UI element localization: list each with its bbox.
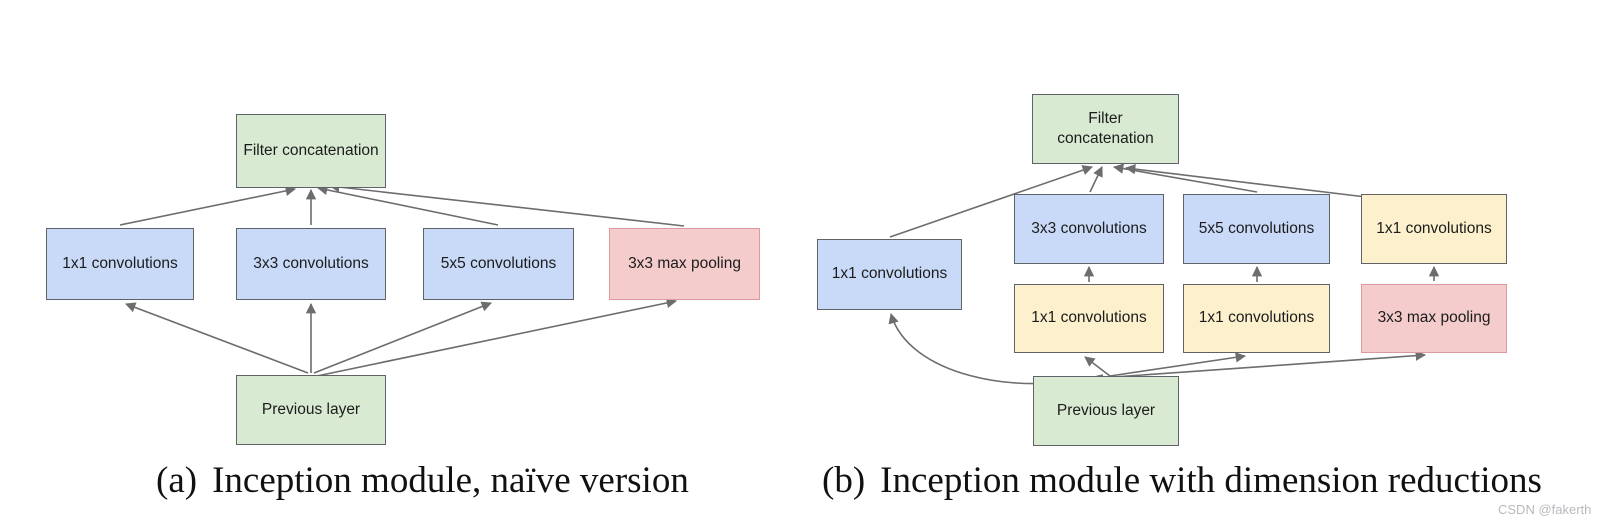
node-b-1x1-reduce-before-3x3: 1x1 convolutions: [1014, 284, 1164, 353]
csdn-watermark: CSDN @fakerth: [1498, 502, 1592, 517]
caption-b: (b) Inception module with dimension reduc…: [822, 459, 1542, 503]
edge-a-prev-to-conv1: [125, 302, 309, 374]
edge-b-conv1proj-to-concat: [1124, 163, 1367, 198]
edge-b-prev-to-pool: [1113, 350, 1427, 378]
node-b-previous-layer: Previous layer: [1033, 376, 1179, 446]
edge-a-prev-to-pool: [316, 297, 678, 377]
caption-b-text: Inception module with dimension reductio…: [880, 460, 1542, 501]
node-b-filter-concatenation: Filter concatenation: [1032, 94, 1179, 164]
caption-b-tag: (b): [822, 460, 866, 501]
edge-a-conv5-to-concat: [316, 184, 499, 226]
node-a-3x3-convolutions: 3x3 convolutions: [236, 228, 386, 300]
caption-a-tag: (a): [156, 460, 198, 501]
edge-b-prev-to-reduce3: [1084, 356, 1111, 377]
node-a-1x1-convolutions: 1x1 convolutions: [46, 228, 194, 300]
node-b-5x5-convolutions: 5x5 convolutions: [1183, 194, 1330, 264]
edge-a-conv1-to-concat: [119, 185, 297, 226]
node-a-3x3-max-pooling: 3x3 max pooling: [609, 228, 760, 300]
edge-b-conv3-to-concat: [1089, 166, 1103, 193]
node-b-3x3-convolutions: 3x3 convolutions: [1014, 194, 1164, 264]
edge-a-pool-to-concat: [328, 181, 685, 227]
caption-a: (a) Inception module, naïve version: [156, 459, 689, 503]
node-a-previous-layer: Previous layer: [236, 375, 386, 445]
edge-a-prev-to-conv5: [313, 301, 492, 374]
node-b-1x1-convolutions-branch: 1x1 convolutions: [817, 239, 962, 310]
node-a-5x5-convolutions: 5x5 convolutions: [423, 228, 574, 300]
edge-b-prev-to-reduce5: [1109, 352, 1247, 377]
node-a-filter-concatenation: Filter concatenation: [236, 114, 386, 188]
node-b-3x3-max-pooling: 3x3 max pooling: [1361, 284, 1507, 353]
caption-a-text: Inception module, naïve version: [212, 460, 689, 501]
edge-b-conv5-to-concat: [1112, 163, 1258, 193]
node-b-1x1-convolutions-after-pool: 1x1 convolutions: [1361, 194, 1507, 264]
node-b-1x1-reduce-before-5x5: 1x1 convolutions: [1183, 284, 1330, 353]
